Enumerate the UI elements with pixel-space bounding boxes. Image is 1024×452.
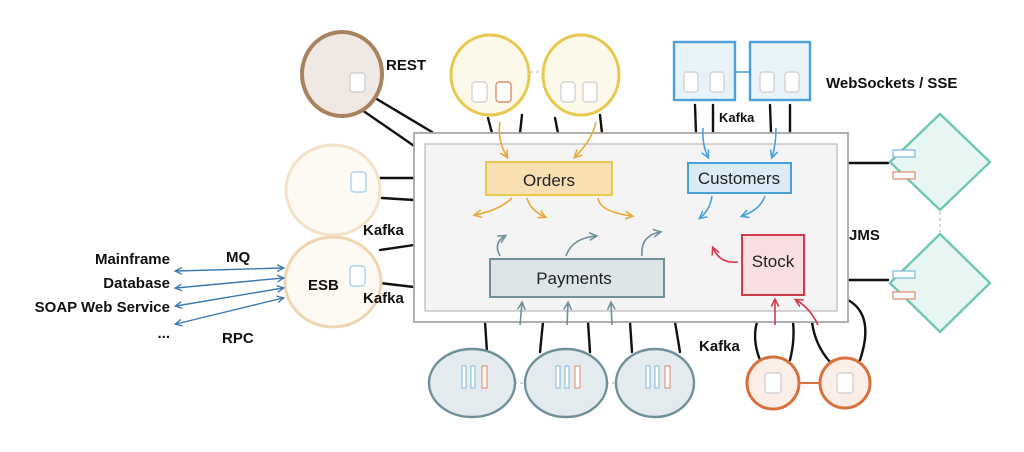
external-system-label: ... — [157, 325, 170, 342]
stock-label: Stock — [752, 252, 795, 271]
component-icon — [582, 81, 598, 103]
component-icon — [683, 71, 699, 93]
component-icon — [495, 81, 512, 103]
orders-instance-node — [449, 33, 531, 117]
orders-label: Orders — [523, 171, 575, 190]
customers-service: Customers — [687, 162, 792, 194]
jms-label: JMS — [849, 227, 880, 244]
connector-lines — [360, 71, 941, 384]
kafka-label: Kafka — [719, 110, 755, 125]
mq-label: MQ — [226, 249, 250, 266]
orders-instance-node — [541, 33, 621, 117]
rpc-label: RPC — [222, 330, 254, 347]
customers-label: Customers — [698, 169, 780, 188]
jms-node — [888, 232, 992, 334]
payments-instance-node — [614, 347, 696, 419]
external-arrows — [176, 268, 283, 324]
stock-instance-node — [818, 356, 872, 410]
payments-instance-node — [427, 347, 517, 419]
external-system-label: Mainframe — [95, 251, 170, 268]
component-icon — [892, 291, 916, 300]
payments-label: Payments — [536, 269, 612, 288]
websockets-sse-label: WebSockets / SSE — [826, 75, 957, 92]
component-icon — [759, 71, 775, 93]
jms-node — [888, 112, 992, 212]
component-icon — [471, 81, 488, 103]
component-icon — [892, 270, 916, 279]
kafka-label: Kafka — [699, 338, 741, 355]
external-system-label: Database — [103, 275, 170, 292]
esb-node: ESB — [283, 235, 383, 329]
component-icon — [892, 149, 916, 158]
component-icon — [784, 71, 800, 93]
component-icon — [560, 81, 576, 103]
rest-label: REST — [386, 57, 426, 74]
component-icon — [709, 71, 725, 93]
customers-instance-node — [672, 40, 737, 102]
stock-instance-node — [745, 355, 801, 411]
component-icon — [892, 171, 916, 180]
component-icon — [836, 372, 854, 394]
external-system-label: SOAP Web Service — [35, 299, 170, 316]
component-icon — [764, 372, 782, 394]
kafka-label: Kafka — [363, 290, 405, 307]
component-icon — [349, 265, 366, 287]
component-icon — [350, 171, 367, 193]
payments-instance-node — [523, 347, 609, 419]
component-icon — [349, 72, 366, 93]
flow-arrows — [475, 121, 819, 326]
left-client-node — [284, 143, 382, 237]
customers-instance-node — [748, 40, 812, 102]
payments-service: Payments — [489, 258, 665, 298]
kafka-label: Kafka — [363, 222, 405, 239]
orders-service: Orders — [485, 161, 613, 196]
esb-label: ESB — [308, 277, 339, 294]
rest-client-node — [300, 30, 384, 118]
stock-service: Stock — [741, 234, 805, 296]
